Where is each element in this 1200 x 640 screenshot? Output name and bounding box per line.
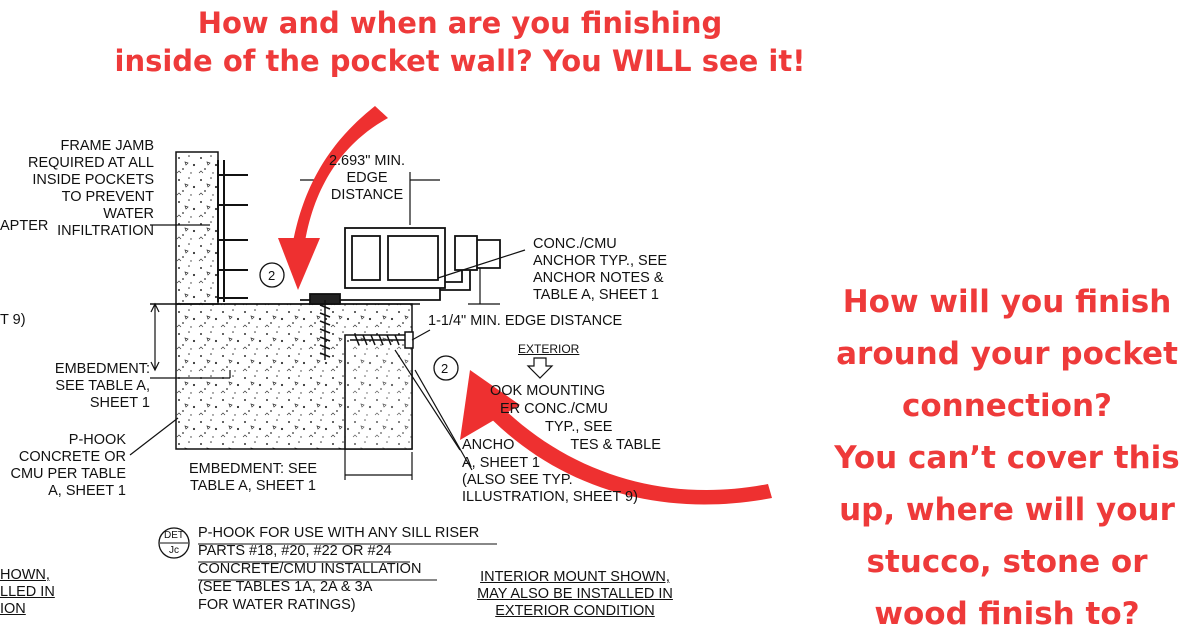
sill-riser-profile xyxy=(300,227,501,305)
frame-jamb xyxy=(217,160,248,302)
hook-mounting-label: A, SHEET 1 (ALSO SEE TYP. ILLUSTRATION, … xyxy=(462,455,638,505)
circle-mark-label: 2 xyxy=(441,361,449,376)
t9-fragment: T 9) xyxy=(0,312,26,328)
right-callout-line: around your pocket xyxy=(836,336,1178,372)
top-callout: How and when are you finishing inside of… xyxy=(90,4,830,80)
right-callout-line: connection? xyxy=(901,388,1112,424)
right-callout-line: stucco, stone or xyxy=(866,544,1148,580)
top-callout-line: How and when are you finishing xyxy=(197,6,723,40)
upper-wall-concrete xyxy=(175,151,219,305)
det-badge-label: DET Jc xyxy=(164,530,184,556)
detail-drawing xyxy=(129,106,772,581)
det-badge-icon xyxy=(158,527,190,559)
dimension-lines xyxy=(129,172,526,480)
red-arrow-top xyxy=(278,106,388,290)
embedment-left-label: EMBEDMENT: SEE TABLE A, SHEET 1 xyxy=(54,361,150,411)
apter-fragment: APTER xyxy=(0,218,49,234)
top-callout-line: inside of the pocket wall? You WILL see … xyxy=(114,44,806,78)
det-caption: P-HOOK FOR USE WITH ANY SILL RISER PARTS… xyxy=(198,525,480,613)
red-arrow-right xyxy=(460,370,772,505)
right-callout-line: You can’t cover this xyxy=(834,440,1180,476)
detail-circle-mark xyxy=(259,262,285,288)
hook-mounting-label: OOK MOUNTING xyxy=(490,383,606,399)
exterior-label: EXTERIOR xyxy=(518,342,580,356)
edge-distance-14-label: 1-1/4" MIN. EDGE DISTANCE xyxy=(428,313,623,329)
right-callout-line: wood finish to? xyxy=(874,596,1140,632)
conc-anchor-label: CONC./CMU ANCHOR TYP., SEE ANCHOR NOTES … xyxy=(533,236,668,303)
right-callout-line: up, where will your xyxy=(839,492,1175,528)
hook-mounting-label: TYP., SEE xyxy=(545,419,613,435)
frame-jamb-label: FRAME JAMB REQUIRED AT ALL INSIDE POCKET… xyxy=(28,138,154,239)
phook-left-label: P-HOOK CONCRETE OR CMU PER TABLE A, SHEE… xyxy=(10,432,127,499)
left-edge-fragment: HOWN, LLED IN ION xyxy=(0,567,55,617)
detail-circle-mark xyxy=(433,355,459,381)
edge-distance-label: 2.693" MIN. EDGE DISTANCE xyxy=(328,153,406,203)
hook-mounting-label: ER CONC./CMU xyxy=(500,401,608,417)
circle-mark-label: 2 xyxy=(268,268,276,283)
anchor-screws xyxy=(319,300,414,360)
right-callout: How will you finish around your pocket c… xyxy=(818,276,1196,640)
interior-mount-label: INTERIOR MOUNT SHOWN, MAY ALSO BE INSTAL… xyxy=(477,569,673,619)
embedment-bottom-label: EMBEDMENT: SEE TABLE A, SHEET 1 xyxy=(188,461,318,494)
exterior-arrow xyxy=(526,357,554,379)
right-callout-line: How will you finish xyxy=(842,284,1172,320)
